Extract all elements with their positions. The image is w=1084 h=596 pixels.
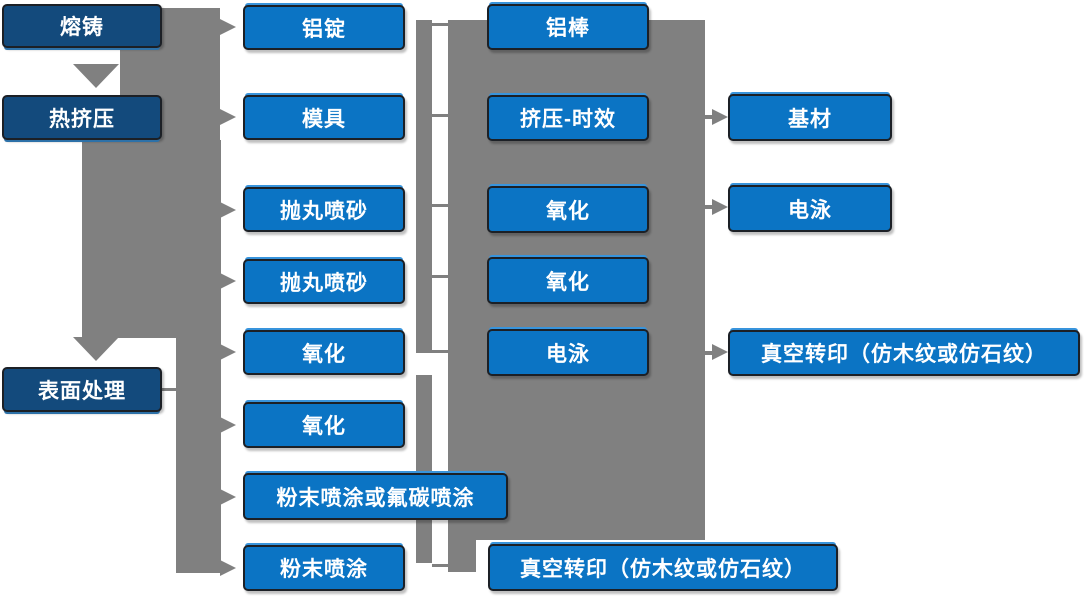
connector-trunk-lower [176,140,221,573]
node-oxidation-d: 氧化 [487,257,649,304]
node-vacuum-transfer-right: 真空转印（仿木纹或仿石纹） [728,330,1080,376]
stub-to-electrophoresis-right [705,205,713,209]
arrow-to-shot-blast-2-icon [220,273,236,289]
node-powder-coating: 粉末喷涂 [243,545,405,591]
arrow-to-vacuum-transfer-right-icon [712,344,728,360]
node-aluminum-ingot: 铝锭 [243,5,405,50]
node-substrate: 基材 [728,94,892,141]
node-shot-blast-1: 抛丸喷砂 [243,187,405,232]
stub-to-substrate [705,115,713,119]
arrow-to-oxidation-a-icon [220,344,236,360]
node-oxidation-a: 氧化 [243,330,405,375]
connector-bar-lower [416,375,432,563]
node-melt-casting: 熔铸 [2,4,162,48]
node-vacuum-transfer-bottom: 真空转印（仿木纹或仿石纹） [488,544,838,591]
node-electrophoresis-mid: 电泳 [487,329,649,376]
tick-oxidation-d [432,275,448,278]
tick-vacuum-transfer-bottom [432,564,448,567]
node-hot-extrusion: 热挤压 [2,95,162,140]
node-shot-blast-2: 抛丸喷砂 [243,259,405,304]
node-electrophoresis-right: 电泳 [728,185,892,232]
node-aluminum-rod: 铝棒 [487,4,649,50]
node-oxidation-c: 氧化 [487,186,649,233]
arrow-to-mold-icon [220,109,236,125]
tick-extrusion-aging [432,114,448,117]
arrow-to-aluminum-ingot-icon [220,19,236,35]
arrow-to-oxidation-b-icon [220,417,236,433]
tick-oxidation-c [432,204,448,207]
connector-backdrop-block-foot [448,540,476,572]
node-powder-or-fluorocarbon-coating: 粉末喷涂或氟碳喷涂 [243,473,508,520]
arrow-to-powder-or-fluorocarbon-icon [220,489,236,505]
tick-aluminum-rod [432,23,448,26]
arrow-to-electrophoresis-right-icon [712,199,728,215]
node-extrusion-aging: 挤压-时效 [487,95,649,141]
node-mold: 模具 [243,95,405,140]
connector-surface-treatment-stub [162,388,177,391]
arrow-to-substrate-icon [712,109,728,125]
arrow-down-to-hot-extrusion-icon [73,64,119,88]
arrow-down-to-surface-treatment-icon [73,337,119,361]
connector-bar-upper [416,20,432,353]
stub-to-vacuum-transfer-right [705,351,713,355]
arrow-to-shot-blast-1-icon [220,202,236,218]
arrow-to-powder-coating-icon [220,560,236,576]
node-surface-treatment: 表面处理 [2,367,162,412]
node-oxidation-b: 氧化 [243,402,405,448]
tick-electrophoresis [432,350,448,353]
